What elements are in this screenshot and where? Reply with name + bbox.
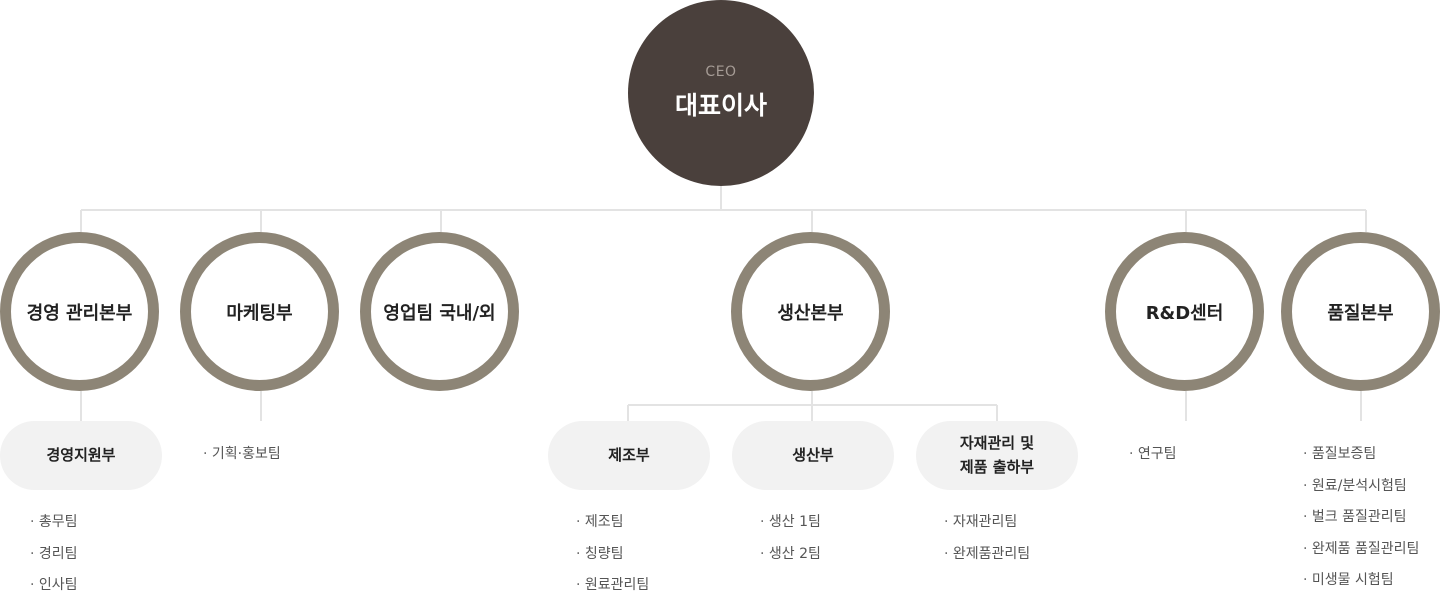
team-list-manufacturing: 제조팀 칭량팀 원료관리팀 (576, 507, 649, 602)
list-item: 생산 1팀 (760, 507, 821, 539)
team-list-marketing: 기획·홍보팀 (203, 439, 281, 471)
team-list-materials: 자재관리팀 완제품관리팀 (944, 507, 1030, 570)
subdept-production: 생산부 (732, 421, 894, 490)
subdept-manufacturing: 제조부 (548, 421, 710, 490)
dept-sales: 영업팀 국내/외 (360, 232, 519, 391)
dept-rnd: R&D센터 (1105, 232, 1264, 391)
ceo-node: CEO 대표이사 (628, 0, 814, 186)
subdept-management-support: 경영지원부 (0, 421, 162, 490)
list-item: 총무팀 (30, 507, 78, 539)
list-item: 미생물 시험팀 (1303, 565, 1419, 597)
team-list-quality: 품질보증팀 원료/분석시험팀 벌크 품질관리팀 완제품 품질관리팀 미생물 시험… (1303, 439, 1420, 597)
subdept-materials: 자재관리 및 제품 출하부 (916, 421, 1078, 490)
subdept-materials-line2: 제품 출하부 (959, 457, 1035, 476)
team-list-production: 생산 1팀 생산 2팀 (760, 507, 821, 570)
team-list-rnd: 연구팀 (1129, 439, 1177, 471)
list-item: 완제품관리팀 (944, 539, 1030, 571)
team-list-management-support: 총무팀 경리팀 인사팀 (30, 507, 78, 602)
list-item: 기획·홍보팀 (203, 439, 281, 471)
list-item: 원료/분석시험팀 (1303, 471, 1419, 503)
subdept-materials-line1: 자재관리 및 (959, 434, 1035, 453)
list-item: 인사팀 (30, 570, 78, 602)
ceo-label: CEO (705, 64, 737, 80)
list-item: 자재관리팀 (944, 507, 1030, 539)
dept-marketing: 마케팅부 (180, 232, 339, 391)
list-item: 칭량팀 (576, 539, 649, 571)
list-item: 완제품 품질관리팀 (1303, 534, 1420, 566)
list-item: 연구팀 (1129, 439, 1177, 471)
list-item: 경리팀 (30, 539, 78, 571)
dept-production-hq: 생산본부 (731, 232, 890, 391)
list-item: 원료관리팀 (576, 570, 649, 602)
dept-management: 경영 관리본부 (0, 232, 159, 391)
list-item: 벌크 품질관리팀 (1303, 502, 1419, 534)
dept-quality: 품질본부 (1281, 232, 1440, 391)
ceo-title: 대표이사 (674, 91, 767, 120)
list-item: 품질보증팀 (1303, 439, 1419, 471)
list-item: 생산 2팀 (760, 539, 821, 571)
list-item: 제조팀 (576, 507, 649, 539)
